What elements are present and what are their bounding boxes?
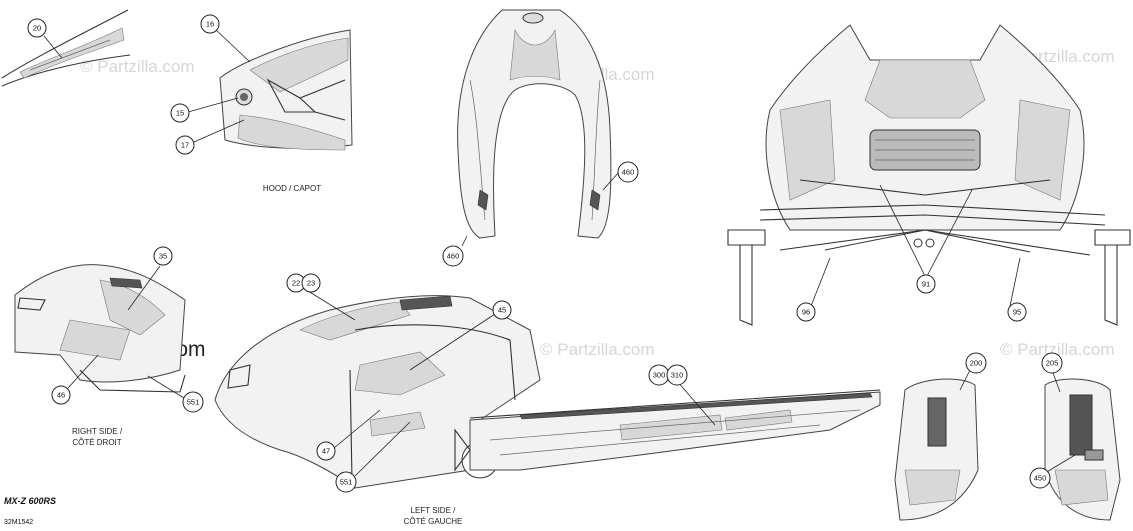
callout-96: 96 [796,302,816,322]
model-name: MX-Z 600RS [4,496,56,506]
section-label-left-2: CÔTÉ GAUCHE [404,517,463,526]
callout-46: 46 [51,385,71,405]
watermark: © Partzilla.com [80,57,195,76]
svg-text:17: 17 [181,141,189,150]
callout-450: 450 [1029,467,1051,489]
svg-text:460: 460 [622,168,635,177]
callout-460-lower: 460 [442,245,464,267]
svg-text:22: 22 [292,279,300,288]
front-view [727,24,1131,326]
callout-45: 45 [492,300,512,320]
svg-text:47: 47 [322,447,330,456]
watermark: © Partzilla.com [1000,340,1115,359]
hood-side-detail: HOOD / CAPOT [219,29,353,193]
callout-47: 47 [316,441,336,461]
callout-35: 35 [153,246,173,266]
callout-205: 205 [1041,352,1063,374]
callout-551-right: 551 [182,391,204,413]
svg-text:460: 460 [447,252,460,261]
svg-text:310: 310 [671,371,684,380]
svg-text:35: 35 [159,252,167,261]
callout-95: 95 [1007,302,1027,322]
svg-text:23: 23 [307,279,315,288]
section-label-right-1: RIGHT SIDE / [72,427,123,436]
side-panel-205 [1044,378,1121,521]
section-label-hood: HOOD / CAPOT [263,184,321,193]
svg-text:551: 551 [340,478,353,487]
tunnel-rail [469,389,881,471]
callout-200: 200 [965,352,987,374]
svg-text:96: 96 [802,308,810,317]
hood-top-view [457,9,612,239]
svg-text:551: 551 [187,398,200,407]
leader-lines [43,29,1076,477]
svg-text:95: 95 [1013,308,1021,317]
callout-551-left: 551 [335,471,357,493]
callout-16: 16 [200,14,220,34]
callout-20: 20 [27,18,47,38]
svg-text:46: 46 [57,391,65,400]
left-side-body: LEFT SIDE / CÔTÉ GAUCHE [214,295,541,526]
right-side-panel: RIGHT SIDE / CÔTÉ DROIT [14,264,186,447]
svg-text:450: 450 [1034,474,1047,483]
section-label-right-2: CÔTÉ DROIT [72,438,121,447]
section-label-left-1: LEFT SIDE / [411,506,457,515]
callout-23: 23 [301,273,321,293]
svg-text:205: 205 [1046,359,1059,368]
svg-text:300: 300 [653,371,666,380]
watermark: © Partzilla.com [540,340,655,359]
drawing-code: 32M1542 [4,519,33,526]
callout-15: 15 [170,103,190,123]
svg-text:91: 91 [922,280,930,289]
callout-91: 91 [916,274,936,294]
svg-text:45: 45 [498,306,506,315]
callout-310: 310 [666,364,688,386]
svg-text:15: 15 [176,109,184,118]
decal-strip-top-left [1,9,131,87]
svg-text:200: 200 [970,359,983,368]
callout-300: 300 [648,364,670,386]
callout-460-upper: 460 [617,161,639,183]
side-panel-200 [894,378,979,521]
svg-text:20: 20 [33,24,41,33]
callout-17: 17 [175,135,195,155]
svg-text:16: 16 [206,20,214,29]
